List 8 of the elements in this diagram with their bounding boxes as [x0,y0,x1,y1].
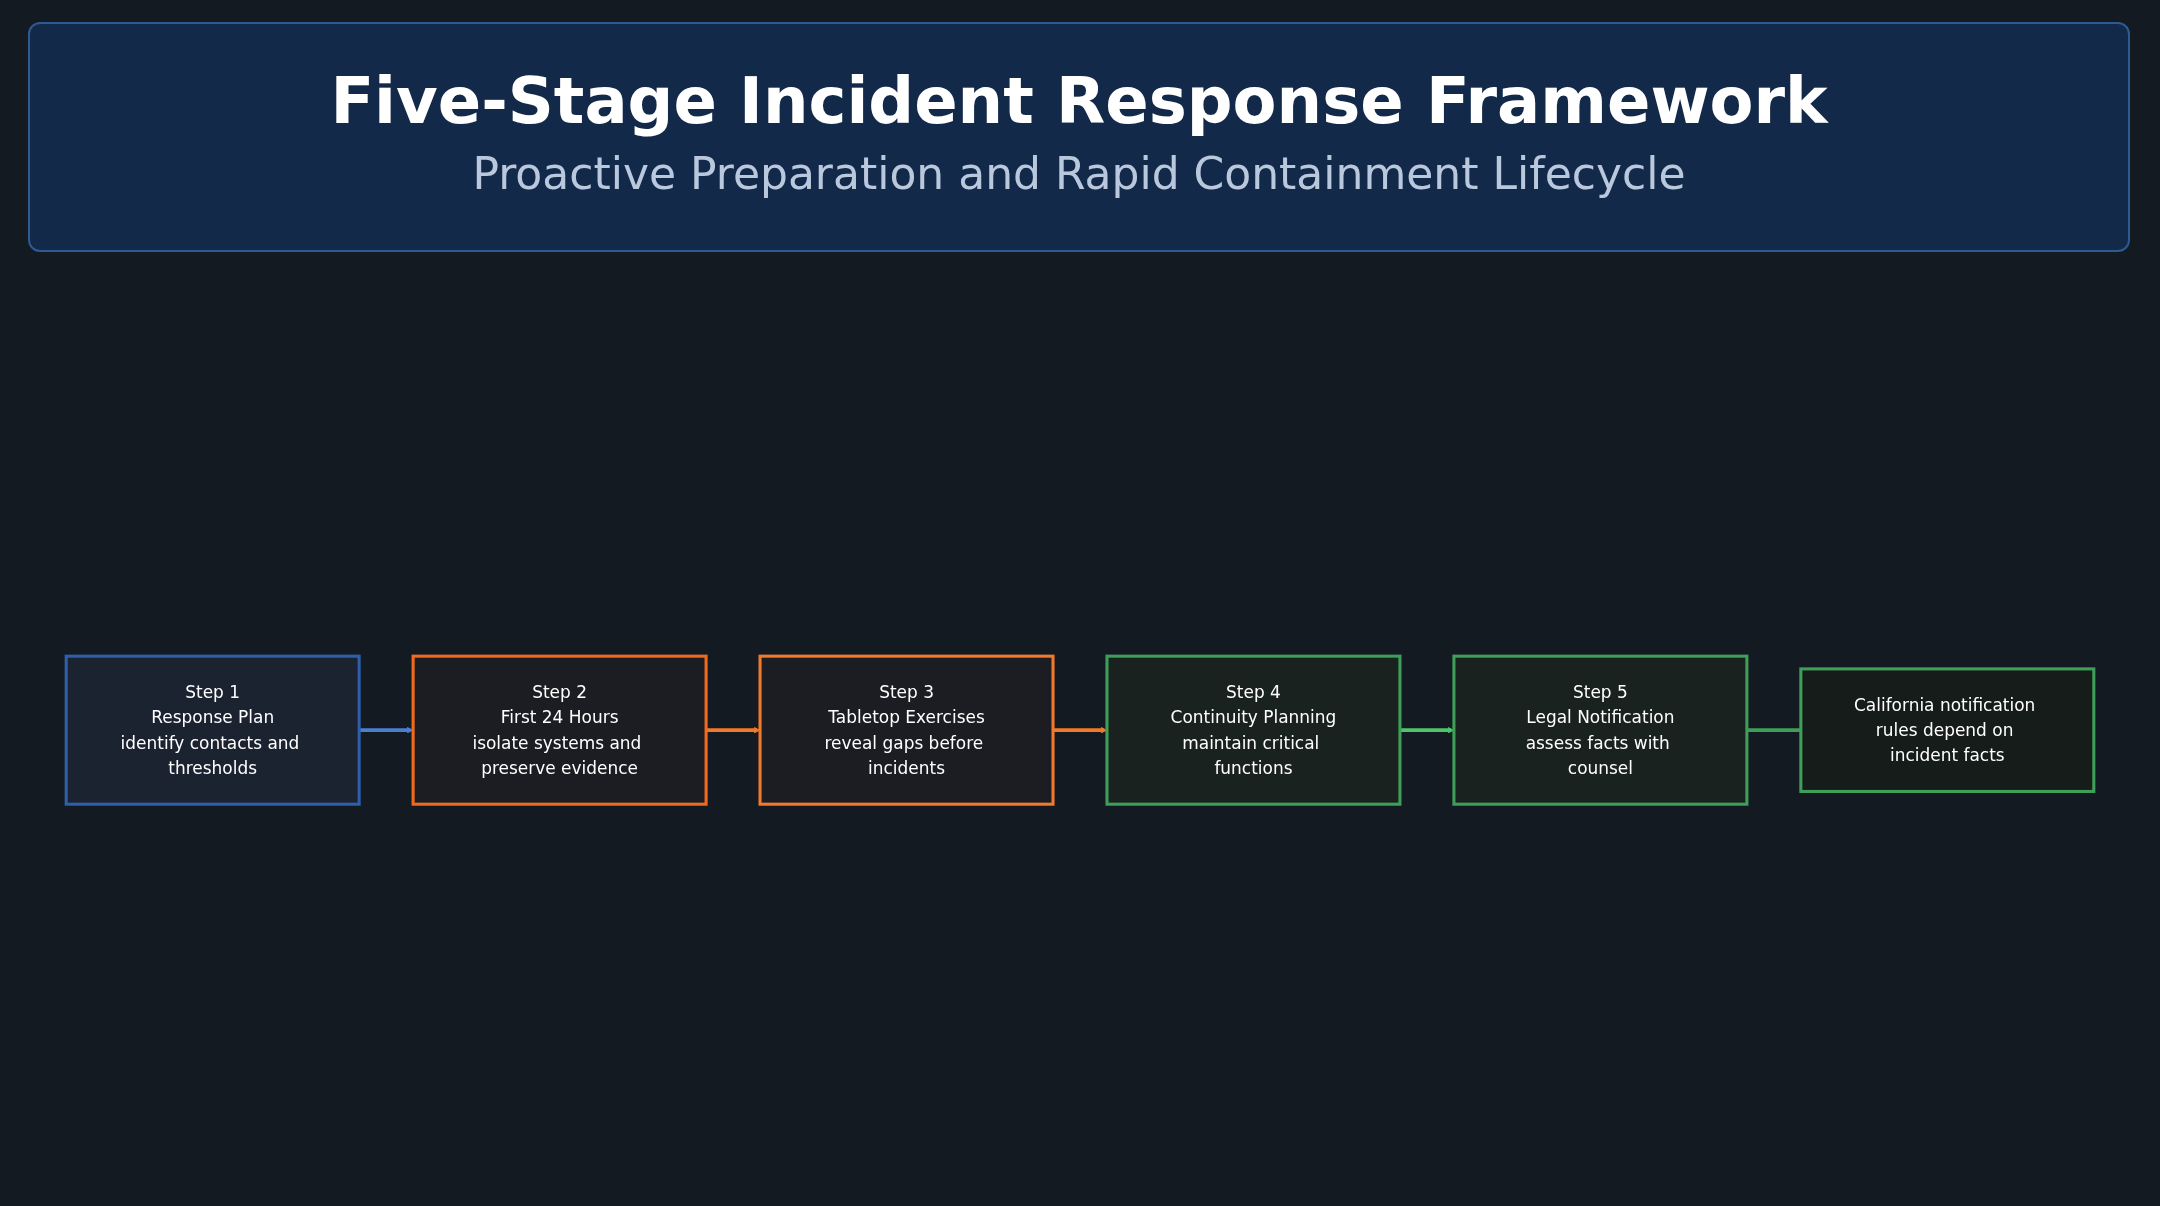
subtitle: Proactive Preparation and Rapid Containment Lifecycle [472,148,1686,199]
node-box: Step 2 First 24 Hours isolate systems and preserve evidence [411,654,708,806]
node-box: Step 1 Response Plan identify contacts and thresholds [64,654,361,806]
node-box: Step 5 Legal Notification assess facts with counsel [1452,654,1749,806]
node-box: Step 3 Tabletop Exercises reveal gaps before incidents [758,654,1055,806]
title: Five-Stage Incident Response Framework [330,64,1828,138]
node-box: California notification rules depend on incident facts [1799,667,2096,793]
node-box: Step 4 Continuity Planning maintain critical functions [1105,654,1402,806]
